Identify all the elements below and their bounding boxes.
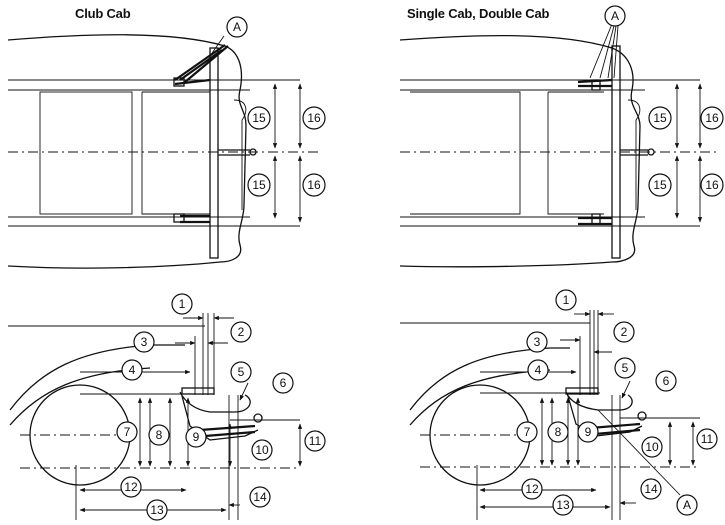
single-double-cab-top-view <box>399 23 720 268</box>
svg-text:16: 16 <box>705 111 719 125</box>
single-cab-callout-12: 12 <box>521 478 543 500</box>
svg-text:6: 6 <box>663 374 670 388</box>
svg-text:9: 9 <box>585 425 592 439</box>
svg-text:4: 4 <box>535 363 542 377</box>
club-cab-callout-16-lower: 16 <box>302 173 326 197</box>
svg-text:7: 7 <box>524 425 531 439</box>
svg-text:3: 3 <box>534 335 541 349</box>
single-cab-callout-10: 10 <box>641 436 663 458</box>
club-cab-callout-14: 14 <box>249 486 271 508</box>
svg-text:8: 8 <box>156 428 163 442</box>
club-cab-callout-10: 10 <box>251 439 273 461</box>
single-cab-callout-3: 3 <box>526 331 548 353</box>
svg-text:11: 11 <box>701 432 714 446</box>
svg-text:13: 13 <box>150 503 164 517</box>
svg-text:5: 5 <box>238 365 245 379</box>
club-cab-callout-15-upper: 15 <box>247 106 271 130</box>
svg-text:2: 2 <box>238 325 245 339</box>
club-cab-top-view <box>7 34 320 269</box>
club-cab-callout-8: 8 <box>148 424 170 446</box>
svg-text:5: 5 <box>622 361 629 375</box>
club-cab-callout-7: 7 <box>116 421 138 443</box>
svg-text:14: 14 <box>253 490 267 504</box>
club-cab-callout-1: 1 <box>171 293 193 315</box>
club-cab-callout-3: 3 <box>133 331 155 353</box>
svg-text:12: 12 <box>525 482 539 496</box>
svg-text:A: A <box>233 20 241 34</box>
single-cab-callout-5: 5 <box>614 357 636 379</box>
svg-text:15: 15 <box>252 178 266 192</box>
club-cab-callout-16-upper: 16 <box>302 106 326 130</box>
club-cab-callout-15-lower: 15 <box>247 173 271 197</box>
club-cab-callout-11: 11 <box>304 430 326 452</box>
single-cab-callout-4: 4 <box>527 359 549 381</box>
single-cab-callout-16-upper: 16 <box>700 106 724 130</box>
svg-text:15: 15 <box>653 111 667 125</box>
svg-text:A: A <box>611 9 619 23</box>
club-cab-callout-2: 2 <box>230 321 252 343</box>
svg-text:A: A <box>683 498 691 512</box>
svg-text:6: 6 <box>280 376 287 390</box>
club-cab-callout-12: 12 <box>120 476 142 498</box>
club-cab-callout-5: 5 <box>230 361 252 383</box>
single-cab-callout-11: 11 <box>696 428 718 450</box>
svg-text:8: 8 <box>555 425 562 439</box>
single-cab-callout-a: A <box>604 5 626 27</box>
club-cab-callout-9: 9 <box>185 426 207 448</box>
single-cab-callout-6: 6 <box>655 370 677 392</box>
svg-text:16: 16 <box>705 178 719 192</box>
svg-text:10: 10 <box>645 440 659 454</box>
svg-text:11: 11 <box>309 434 322 448</box>
svg-text:15: 15 <box>653 178 667 192</box>
single-double-cab-title: Single Cab, Double Cab <box>407 6 550 21</box>
svg-text:12: 12 <box>124 480 138 494</box>
single-cab-callout-15-lower: 15 <box>648 173 672 197</box>
single-cab-callout-2: 2 <box>613 321 635 343</box>
single-cab-callout-16-lower: 16 <box>700 173 724 197</box>
single-cab-callout-7: 7 <box>516 421 538 443</box>
svg-text:1: 1 <box>563 293 570 307</box>
club-cab-callout-13: 13 <box>146 499 168 521</box>
club-cab-title: Club Cab <box>75 6 131 21</box>
svg-text:15: 15 <box>252 111 266 125</box>
club-cab-callout-6: 6 <box>272 372 294 394</box>
svg-text:3: 3 <box>141 335 148 349</box>
svg-text:9: 9 <box>193 430 200 444</box>
single-cab-callout-a-lower: A <box>676 494 698 516</box>
single-cab-callout-8: 8 <box>547 421 569 443</box>
single-cab-callout-9: 9 <box>577 421 599 443</box>
single-cab-callout-14: 14 <box>640 478 662 500</box>
svg-text:10: 10 <box>255 443 269 457</box>
single-cab-callout-13: 13 <box>552 494 574 516</box>
club-cab-callout-a: A <box>226 16 248 38</box>
club-cab-callout-4: 4 <box>121 359 143 381</box>
single-cab-callout-15-upper: 15 <box>648 106 672 130</box>
svg-text:14: 14 <box>644 482 658 496</box>
svg-text:4: 4 <box>129 363 136 377</box>
svg-text:16: 16 <box>307 178 321 192</box>
svg-text:16: 16 <box>307 111 321 125</box>
single-cab-callout-1: 1 <box>555 289 577 311</box>
svg-text:7: 7 <box>124 425 131 439</box>
svg-text:13: 13 <box>556 498 570 512</box>
svg-text:1: 1 <box>179 297 186 311</box>
svg-text:2: 2 <box>621 325 628 339</box>
